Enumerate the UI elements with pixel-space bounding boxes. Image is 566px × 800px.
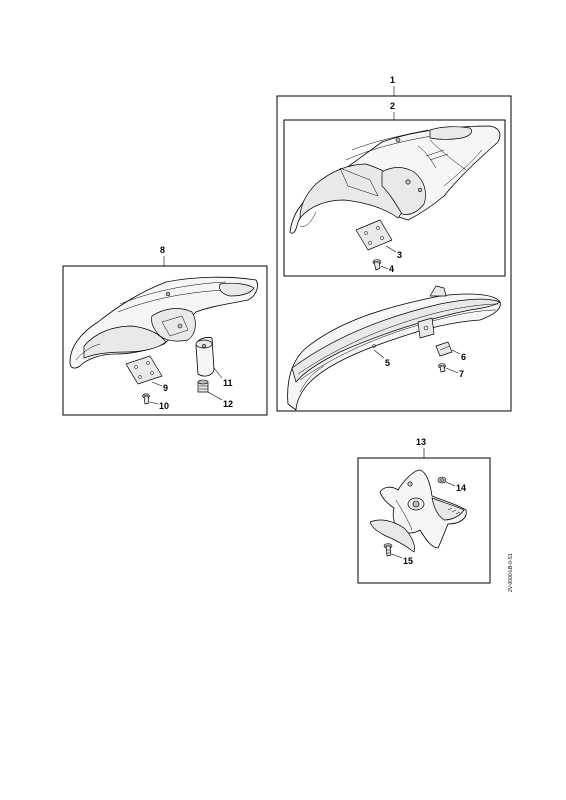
assembly-8-frame — [62, 265, 268, 416]
callout-15: 15 — [403, 556, 413, 566]
callout-8: 8 — [160, 245, 165, 255]
callout-11: 11 — [223, 378, 233, 388]
cap-screw-part-12 — [197, 379, 223, 401]
screw-part-4 — [372, 259, 389, 271]
callout-3: 3 — [397, 250, 402, 260]
callout-2: 2 — [390, 101, 395, 111]
callout-10: 10 — [159, 401, 169, 411]
callout-5: 5 — [385, 358, 390, 368]
assembly-13-frame — [357, 457, 491, 584]
callout-6: 6 — [461, 352, 466, 362]
assembly-1-group: 1 2 3 — [276, 75, 512, 412]
bracket-part-11 — [195, 337, 223, 379]
callout-4: 4 — [389, 264, 394, 274]
callout-13: 13 — [416, 437, 426, 447]
screw-part-7 — [438, 363, 459, 374]
assembly-13-group: 13 14 15 — [357, 437, 491, 584]
assembly-2-frame — [283, 119, 506, 277]
deflector-blade-part-5 — [287, 285, 501, 411]
callout-14: 14 — [456, 483, 466, 493]
callout-9: 9 — [163, 383, 168, 393]
plate-part-3 — [355, 219, 397, 253]
screw-part-15 — [383, 543, 403, 559]
drawing-reference: 2V-0000-LB-0-S1 — [508, 553, 514, 592]
nut-part-14 — [437, 476, 456, 487]
callout-7: 7 — [459, 369, 464, 379]
mounting-bracket-part-13 — [369, 469, 467, 553]
deflector-housing-part — [289, 125, 501, 234]
housing-part-8 — [69, 276, 258, 369]
callout-1: 1 — [390, 75, 395, 85]
callout-12: 12 — [223, 399, 233, 409]
assembly-8-group: 8 9 10 — [62, 245, 268, 416]
screw-part-10 — [142, 393, 159, 405]
plate-part-9 — [125, 355, 163, 387]
clip-part-6 — [435, 341, 461, 357]
assembly-1-frame — [276, 95, 512, 412]
